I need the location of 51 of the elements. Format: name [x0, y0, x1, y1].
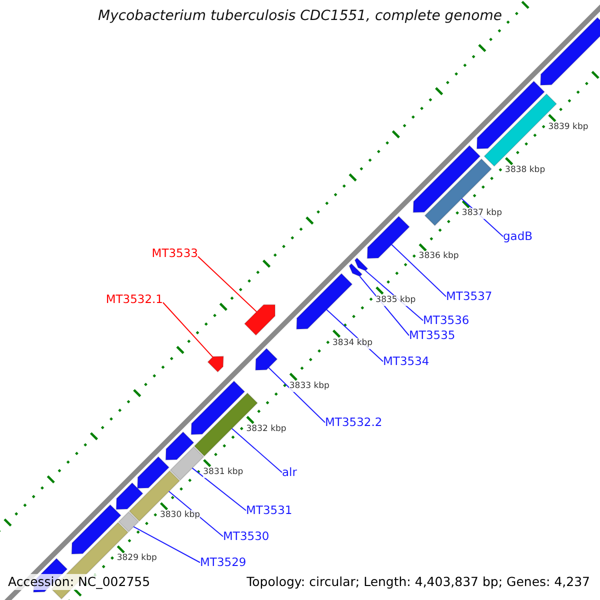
scale-label: 3829 kbp	[116, 553, 157, 564]
gene-label: MT3534	[383, 354, 430, 369]
scale-label: 3833 kbp	[289, 380, 330, 392]
gene-bar	[118, 511, 140, 532]
leader-line	[231, 428, 282, 473]
scale-label: 3834 kbp	[332, 338, 373, 349]
gene-feature	[540, 16, 600, 86]
leader-line	[198, 256, 258, 312]
scale-label: 3836 kbp	[418, 251, 459, 262]
gene-feature	[116, 482, 144, 510]
leader-line	[168, 490, 224, 537]
gene-feature	[165, 431, 194, 460]
title: Mycobacterium tuberculosis CDC1551, complete genome	[97, 8, 503, 24]
gene-feature	[255, 348, 278, 371]
gene-feature	[354, 257, 368, 272]
gene-label: MT3529	[200, 555, 246, 570]
gene-feature	[366, 216, 410, 259]
gene-label: MT3531	[246, 503, 292, 518]
gene-label: MT3537	[446, 289, 492, 304]
gene-label: gadB	[503, 229, 533, 244]
leader-line	[268, 367, 326, 423]
gene-label: MT3532.2	[325, 415, 382, 430]
gene-feature	[136, 456, 170, 489]
gene-feature	[207, 356, 224, 373]
leader-line	[162, 302, 214, 358]
gene-label: MT3532.1	[106, 292, 163, 307]
gene-bar	[128, 470, 180, 522]
scale-label: 3837 kbp	[462, 208, 502, 220]
accession-text: Accession: NC_002755	[8, 574, 150, 590]
gene-feature	[348, 262, 363, 278]
scale-label: 3839 kbp	[548, 122, 588, 134]
scale-label: 3835 kbp	[376, 294, 416, 306]
scale-label: 3832 kbp	[246, 424, 286, 435]
scale-label: 3831 kbp	[203, 467, 244, 478]
gene-label: alr	[282, 465, 297, 480]
genome-stats-text: Topology: circular; Length: 4,403,837 bp; Genes: 4,237	[246, 574, 590, 590]
gene-label: MT3533	[152, 246, 198, 261]
scale-label: 3830 kbp	[160, 510, 200, 522]
leader-line	[391, 244, 446, 297]
gene-feature	[190, 380, 246, 435]
gene-feature	[244, 304, 276, 336]
gene-label: MT3536	[423, 313, 470, 328]
gene-label: MT3530	[223, 529, 270, 544]
gene-feature	[476, 80, 546, 150]
gene-feature	[71, 504, 122, 554]
gene-bar	[170, 446, 204, 481]
leader-line	[192, 468, 246, 511]
gene-label: MT3535	[409, 328, 456, 343]
leader-line	[133, 526, 200, 563]
scale-label: 3838 kbp	[505, 165, 546, 176]
gene-feature	[296, 272, 353, 330]
